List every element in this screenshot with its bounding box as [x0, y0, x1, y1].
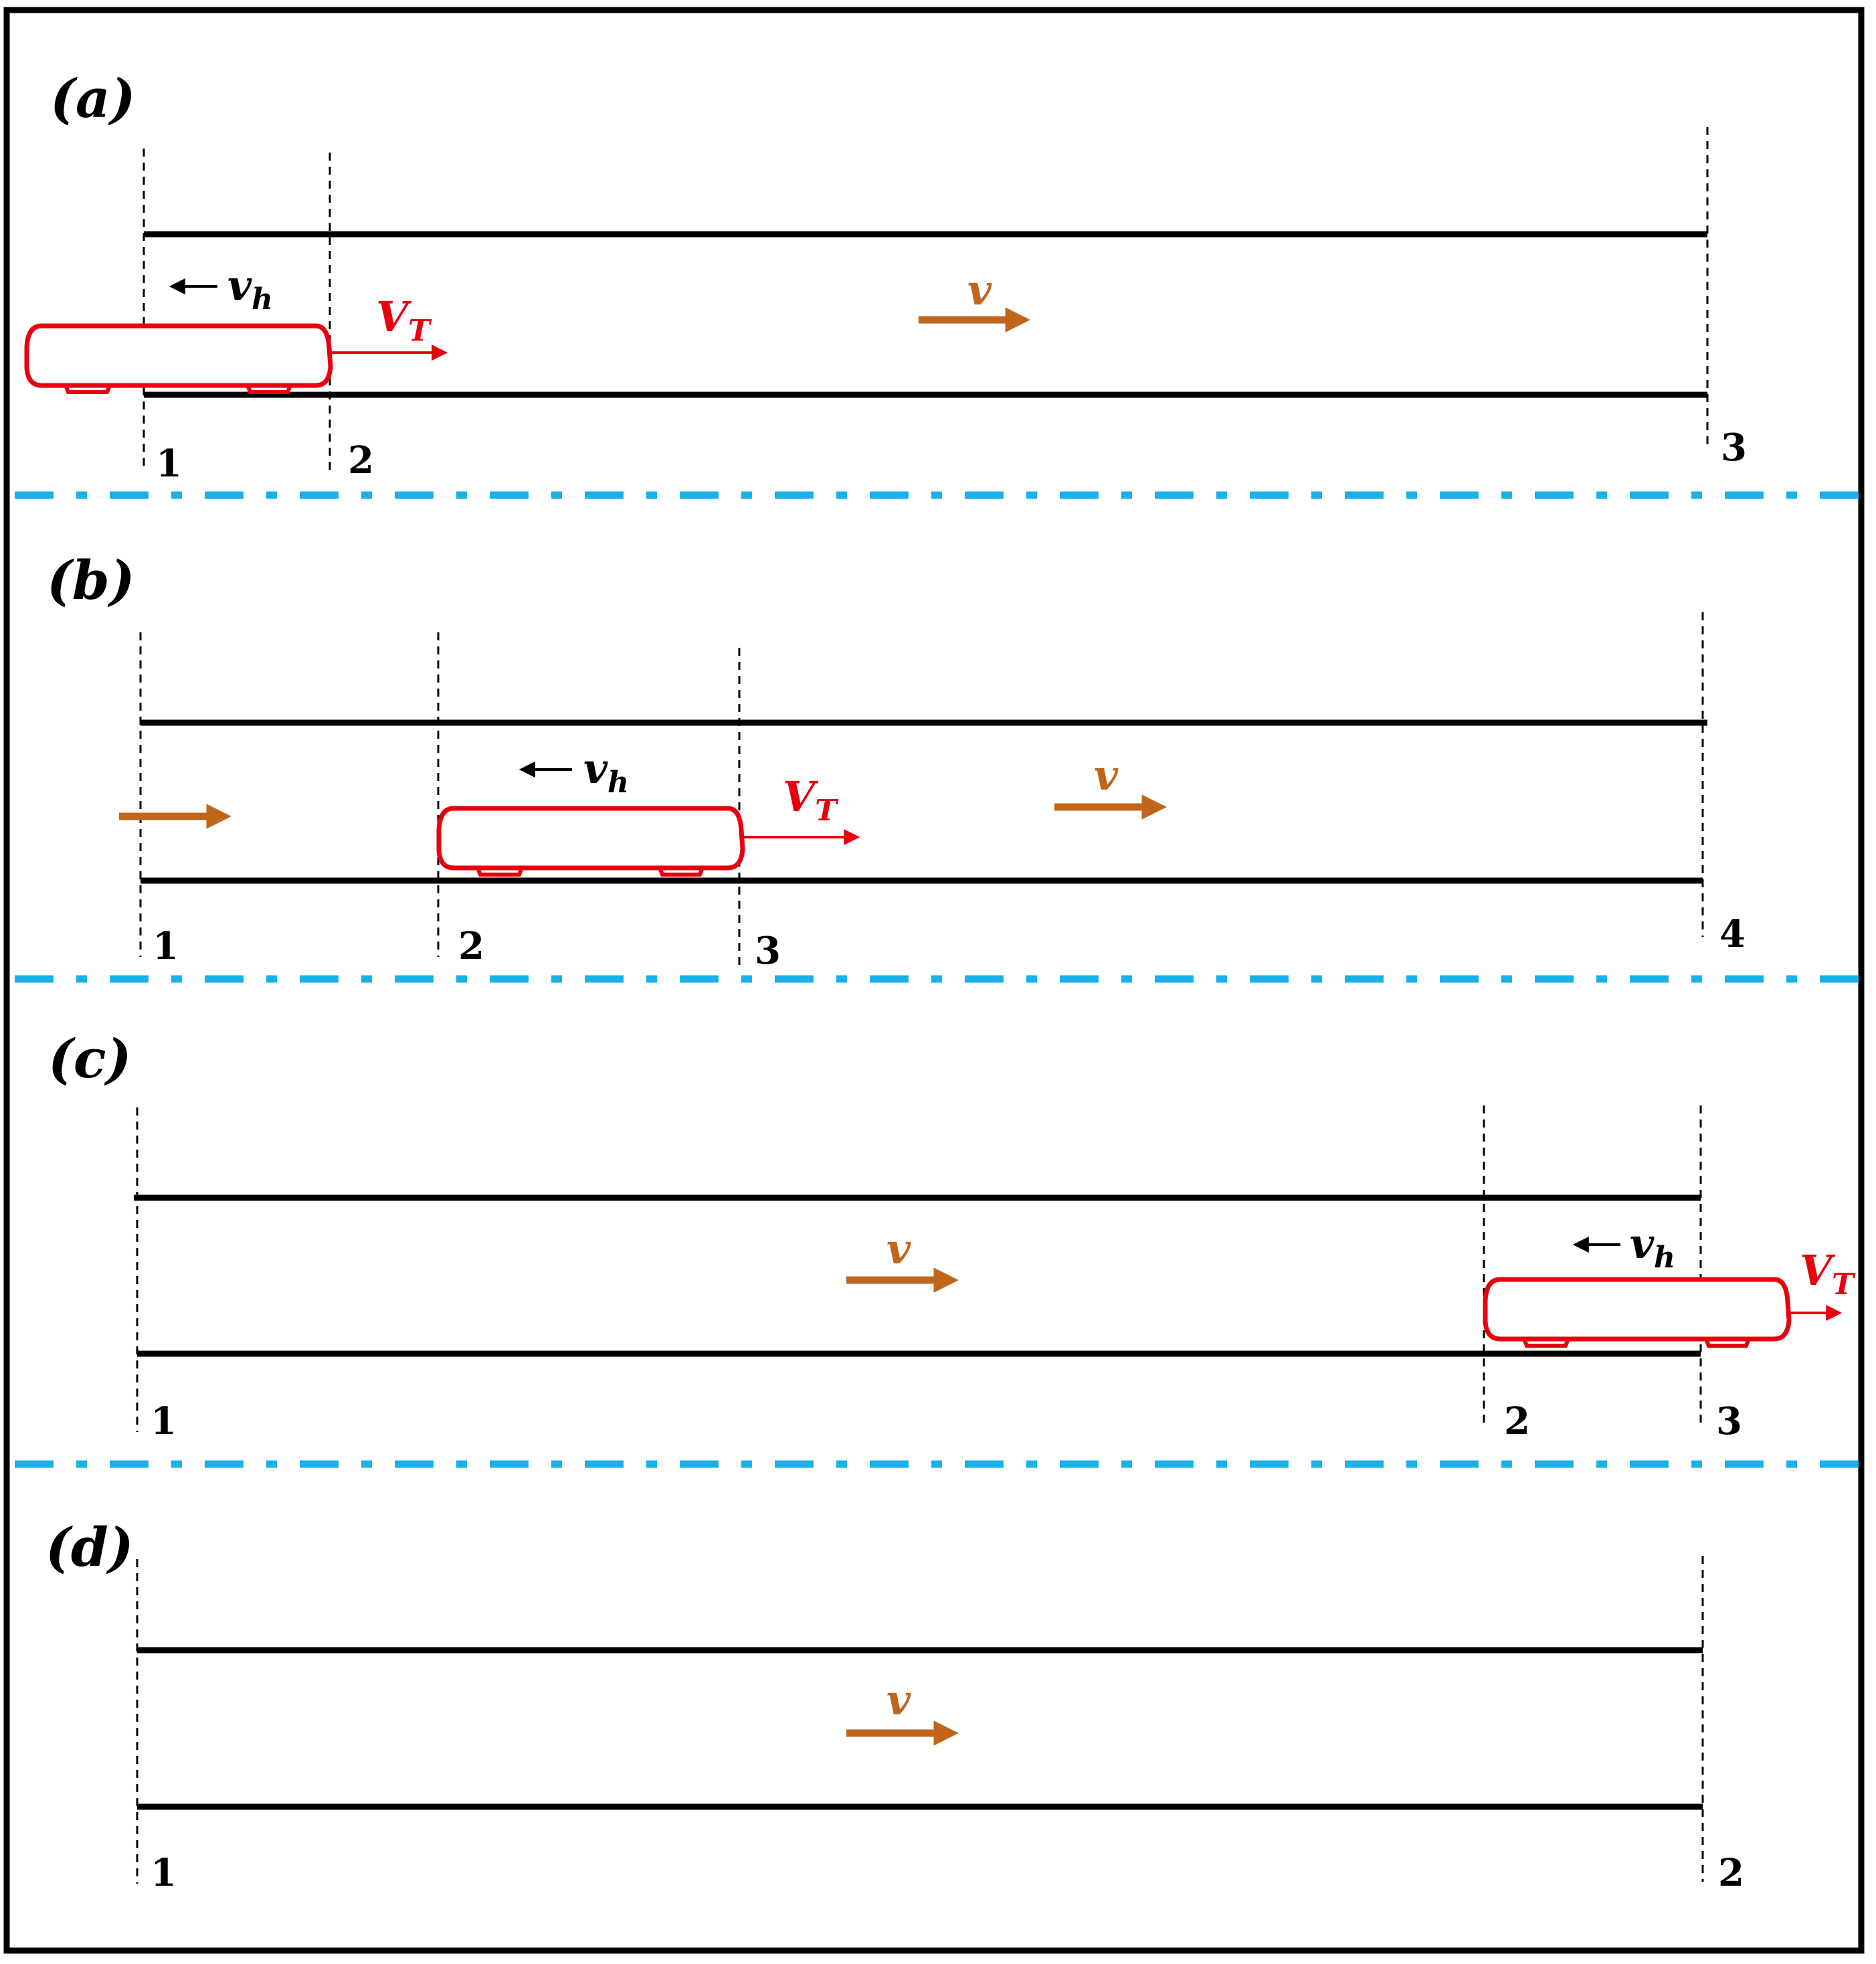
- train: VT vh: [436, 744, 860, 877]
- train: VT vh: [1483, 1219, 1856, 1348]
- section-number-3: 3: [1721, 426, 1747, 470]
- panel-label-d: (d): [45, 1516, 134, 1579]
- wave-velocity-label: vh: [1630, 1219, 1675, 1275]
- train-bogie: [476, 867, 524, 877]
- flow-velocity-label: v: [967, 266, 992, 315]
- section-number-3: 3: [755, 929, 781, 973]
- train-bogie: [658, 867, 705, 877]
- section-number-2: 2: [348, 438, 374, 482]
- train: VT vh: [24, 261, 448, 394]
- wave-velocity-label: vh: [583, 744, 629, 800]
- train-body: [24, 323, 333, 388]
- train-bogie: [246, 384, 292, 394]
- section-number-1: 1: [153, 924, 179, 968]
- train-body: [436, 806, 745, 871]
- train-bogie: [64, 384, 112, 394]
- section-number-1: 1: [151, 1399, 177, 1443]
- panel-c: (c) 1 2 3 VT vh v: [48, 1027, 1856, 1443]
- panel-label-c: (c): [48, 1027, 131, 1090]
- section-number-1: 1: [151, 1851, 177, 1895]
- panel-label-a: (a): [50, 67, 136, 130]
- train-body: [1483, 1277, 1792, 1342]
- panel-label-b: (b): [47, 549, 135, 612]
- panel-a: (a) 1 2 3 VT vh v: [24, 67, 1747, 486]
- flow-velocity-label: v: [1094, 751, 1119, 800]
- section-number-4: 4: [1719, 912, 1746, 956]
- wave-velocity-label: vh: [227, 261, 273, 317]
- train-velocity-label: VT: [1800, 1246, 1856, 1302]
- section-number-2: 2: [1718, 1851, 1744, 1895]
- flow-velocity-label: v: [886, 1676, 911, 1724]
- panel-b: (b) 1 2 3 4 VT vh v: [47, 549, 1746, 973]
- outer-frame: [3, 7, 1865, 1954]
- panel-d: (d) 1 2 v: [45, 1516, 1744, 1895]
- train-bogie: [1522, 1338, 1570, 1348]
- section-number-1: 1: [156, 442, 182, 486]
- section-number-2: 2: [1504, 1399, 1530, 1443]
- train-velocity-label: VT: [783, 772, 839, 828]
- section-number-3: 3: [1716, 1399, 1742, 1443]
- train-velocity-label: VT: [376, 292, 432, 348]
- train-bogie: [1704, 1338, 1751, 1348]
- flow-velocity-label: v: [886, 1225, 911, 1273]
- section-number-2: 2: [458, 924, 484, 968]
